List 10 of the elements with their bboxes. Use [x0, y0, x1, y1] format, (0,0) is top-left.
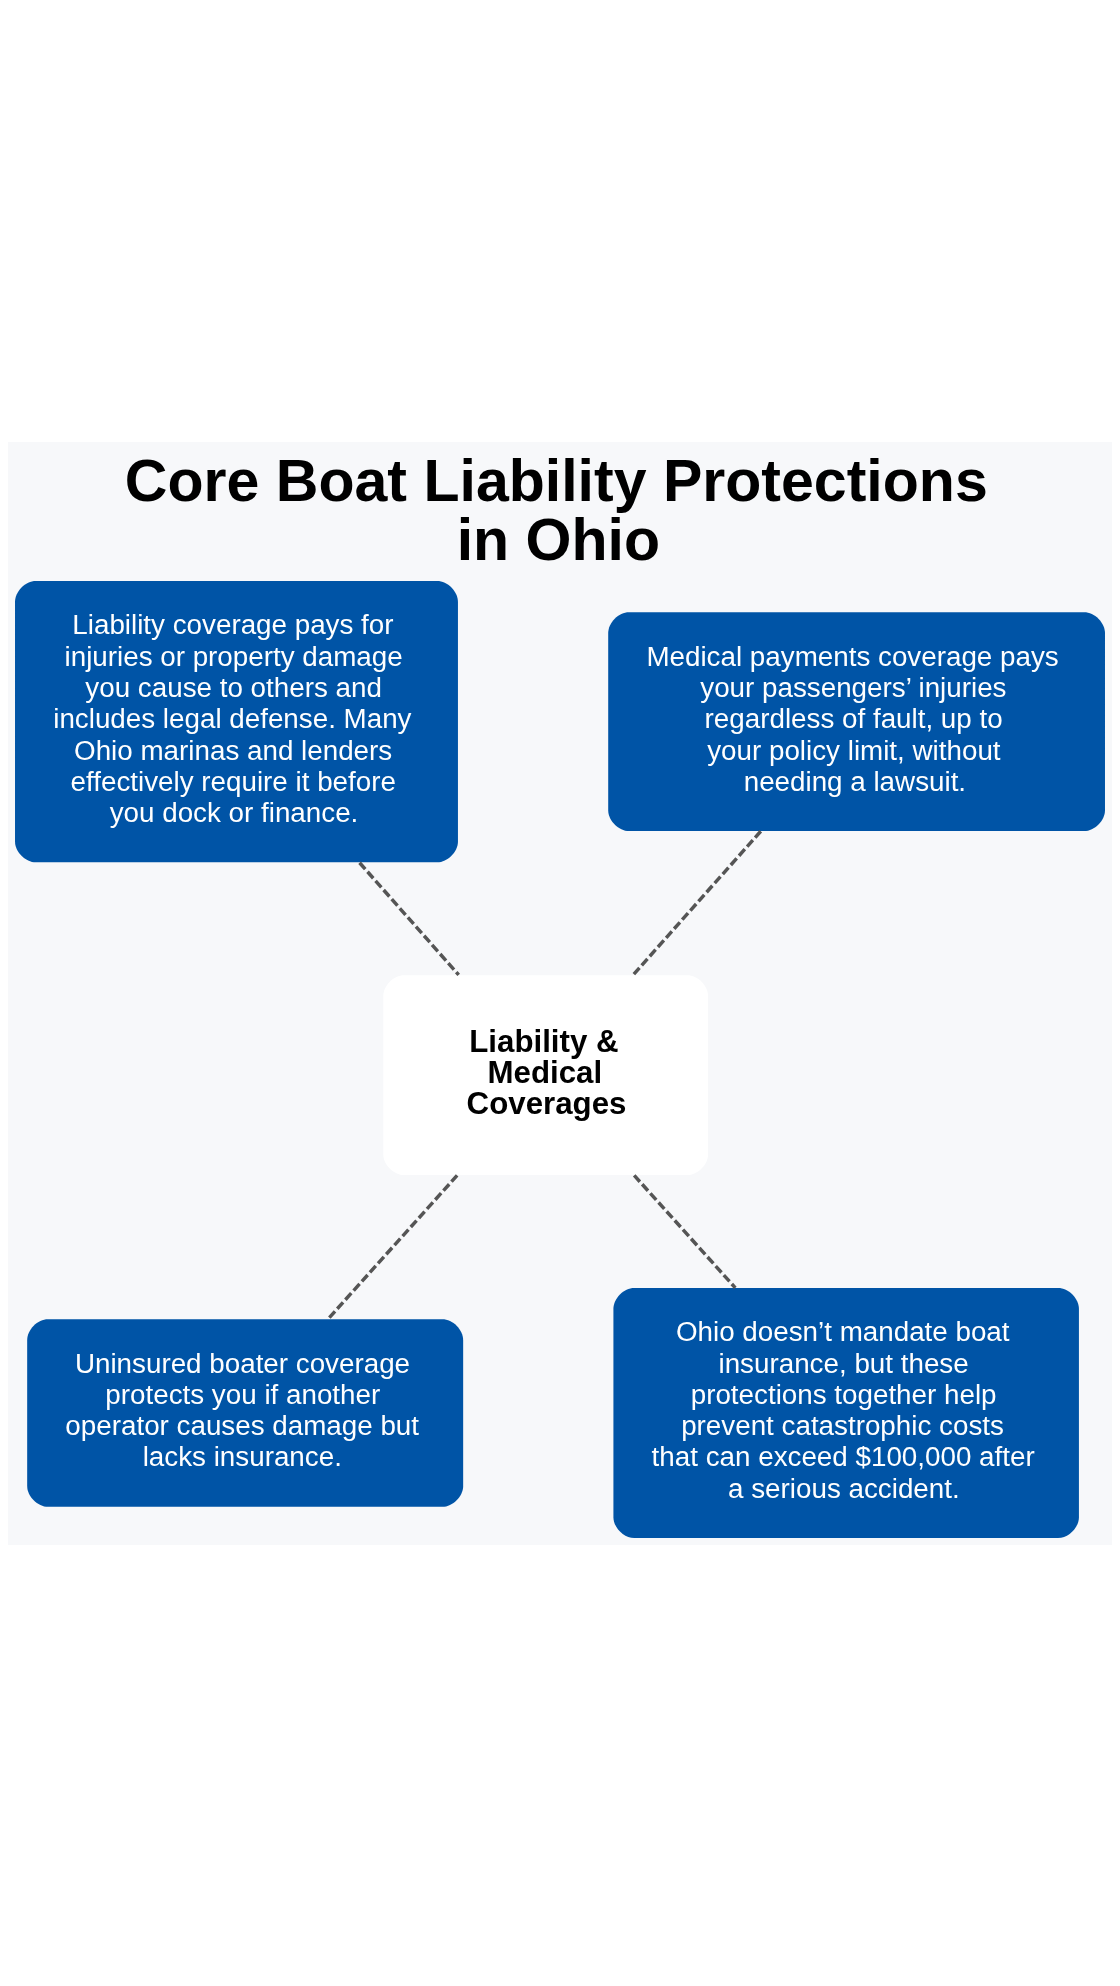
- node-box: Ohio doesn’t mandate boat insurance, but these protections together help prevent catastrophic costs that can exceed $100,000 after a serious accident.: [613, 1287, 1079, 1538]
- connector: [358, 861, 460, 976]
- node-box: Liability & Medical Coverages: [383, 974, 709, 1175]
- connector: [326, 1173, 459, 1320]
- diagram-title: Core Boat Liability Protections in Ohio: [124, 447, 988, 573]
- node-box: Uninsured boater coverage protects you if another operator causes damage but lacks insurance.: [27, 1318, 464, 1507]
- connector: [631, 829, 763, 976]
- node-box: Medical payments coverage pays your passengers’ injuries regardless of fault, up to your policy limit, without needing a lawsuit.: [608, 611, 1105, 831]
- node-box: Liability coverage pays for injuries or property damage you cause to others and includes legal defense. Many Ohio marinas and lenders effectively require it before you dock or finance.: [15, 580, 458, 862]
- connector: [632, 1173, 737, 1289]
